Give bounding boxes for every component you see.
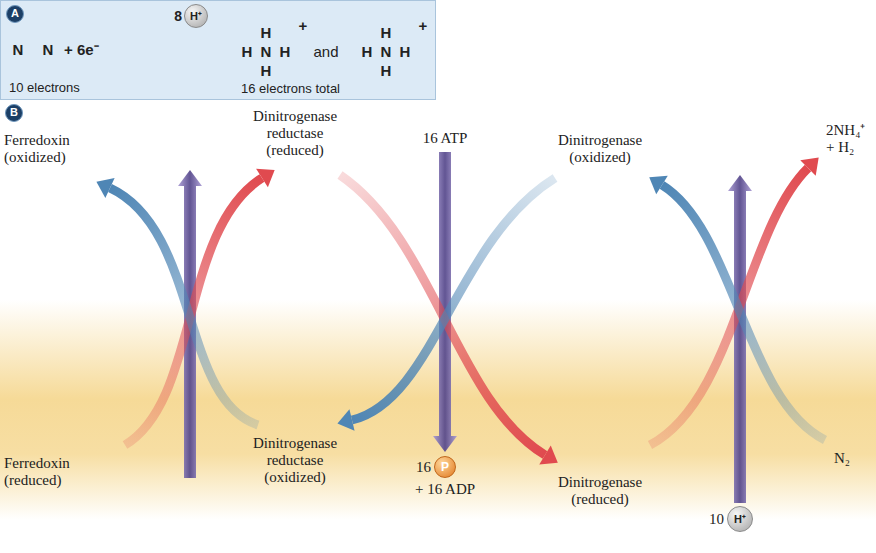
arrow-head bbox=[649, 176, 668, 195]
atom-symbol: H bbox=[397, 43, 413, 61]
electron-term: + 6e⁻ bbox=[64, 41, 120, 59]
atom-symbol: H bbox=[359, 43, 375, 61]
atom-symbol: H bbox=[277, 43, 293, 61]
arrow-head bbox=[337, 409, 354, 430]
reaction-arrow bbox=[352, 178, 555, 420]
product-label: + 16 ADP bbox=[405, 481, 485, 498]
atom-symbol: + bbox=[295, 17, 311, 35]
molecule-label: Dinitrogenase (oxidized) bbox=[550, 132, 650, 166]
panel-badge: A bbox=[6, 5, 24, 23]
atom-symbol: N bbox=[40, 41, 56, 59]
node-text: H⁺ bbox=[728, 507, 752, 531]
atom-symbol: N bbox=[10, 41, 26, 59]
atom-symbol: + bbox=[415, 17, 431, 35]
atom-symbol: H bbox=[239, 43, 255, 61]
node-text: A bbox=[7, 6, 23, 21]
molecule-label: Dinitrogenase (reduced) bbox=[550, 474, 650, 508]
node-text: 16 bbox=[411, 459, 431, 476]
atom-symbol: H bbox=[258, 62, 274, 80]
node-text: 8 bbox=[170, 8, 182, 24]
atom-symbol: H bbox=[378, 24, 394, 42]
molecule-label: Dinitrogenase reductase (reduced) bbox=[245, 108, 345, 159]
node-text: B bbox=[6, 105, 22, 120]
arrow-head bbox=[256, 169, 275, 188]
arrow-head bbox=[800, 157, 818, 175]
atom-symbol: N bbox=[378, 43, 394, 61]
node-text: 10 bbox=[704, 511, 724, 528]
reaction-arrow bbox=[110, 188, 258, 425]
molecule-label: Ferredoxin (oxidized) bbox=[4, 132, 94, 166]
panel-badge: B bbox=[5, 104, 23, 122]
phosphate-circle: 16P bbox=[434, 456, 456, 478]
product-label: 2NH₄⁺ + H₂ bbox=[826, 122, 872, 156]
atom-symbol: N bbox=[258, 43, 274, 61]
arrow-head bbox=[96, 178, 114, 198]
node-text: P bbox=[435, 457, 455, 477]
node-text: 10 electrons bbox=[9, 80, 129, 95]
node-text: H⁺ bbox=[185, 5, 207, 27]
reaction-arrow bbox=[662, 185, 825, 440]
atom-symbol: H bbox=[378, 62, 394, 80]
atom-symbol: H bbox=[258, 24, 274, 42]
conjunction: and bbox=[309, 43, 343, 61]
proton-circle: 8H⁺ bbox=[184, 4, 208, 28]
arrow-head bbox=[539, 446, 558, 465]
molecule-label: 16 ATP bbox=[410, 130, 480, 147]
substrate-label: N₂ bbox=[834, 450, 870, 467]
proton-circle: 10H⁺ bbox=[727, 506, 753, 532]
molecule-label: Dinitrogenase reductase (oxidized) bbox=[245, 435, 345, 486]
node-text: 16 electrons total bbox=[241, 81, 401, 96]
molecule-label: Ferredoxin (reduced) bbox=[4, 455, 94, 489]
